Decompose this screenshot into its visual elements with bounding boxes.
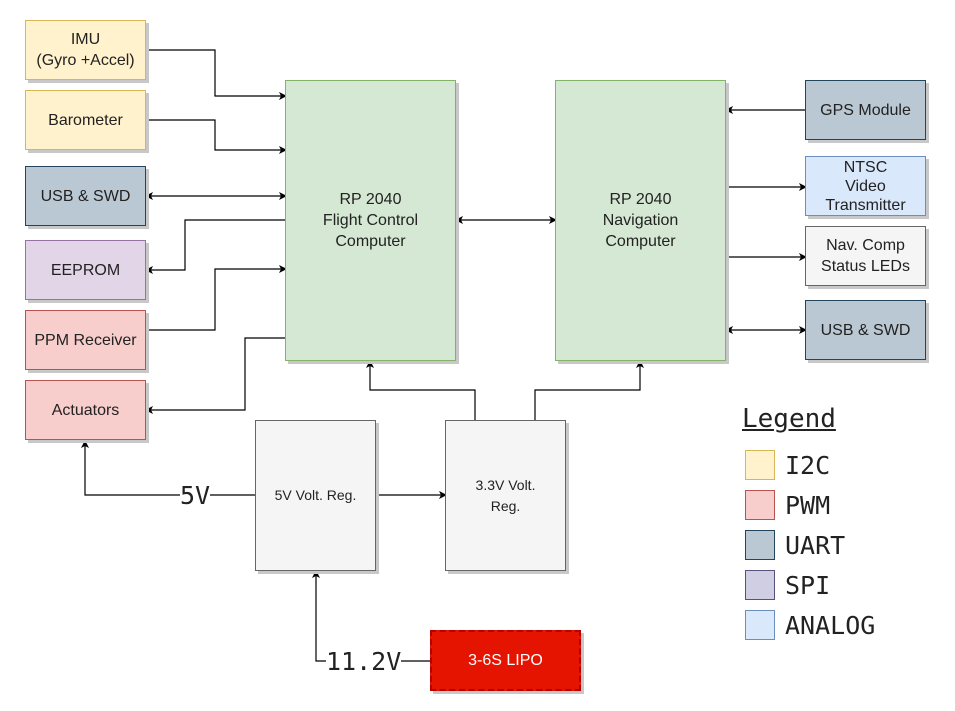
- 11v-label: 11.2V: [326, 647, 402, 676]
- legend-item-spi: SPI: [745, 570, 830, 600]
- legend-label: ANALOG: [785, 610, 876, 640]
- usb-swd-left-block[interactable]: USB & SWD: [25, 166, 146, 226]
- wire-3v3-fc: [366, 360, 476, 421]
- 5v-label: 5V: [180, 481, 211, 510]
- lipo-battery-block[interactable]: 3-6S LIPO: [430, 630, 581, 691]
- legend-label: UART: [785, 530, 846, 560]
- legend-label: PWM: [785, 490, 831, 520]
- legend-label: SPI: [785, 570, 831, 600]
- wire-5v-actuators: [81, 440, 256, 496]
- legend-swatch-spi: [745, 570, 775, 600]
- eeprom-block[interactable]: EEPROM: [25, 240, 146, 300]
- legend-title: Legend: [742, 404, 836, 434]
- wire-eeprom-fc: [145, 219, 286, 274]
- legend-label: I2C: [785, 450, 831, 480]
- actuators-block[interactable]: Actuators: [25, 380, 146, 440]
- usb-swd-right-block[interactable]: USB & SWD: [805, 300, 926, 360]
- barometer-block[interactable]: Barometer: [25, 90, 146, 150]
- legend-item-analog: ANALOG: [745, 610, 875, 640]
- legend-item-uart: UART: [745, 530, 845, 560]
- wire-baro-fc: [146, 119, 287, 154]
- status-leds-block[interactable]: Nav. Comp Status LEDs: [805, 226, 926, 286]
- legend-item-i2c: I2C: [745, 450, 830, 480]
- ntsc-video-transmitter-block[interactable]: NTSC Video Transmitter: [805, 156, 926, 216]
- wire-fc-actuators: [145, 337, 286, 414]
- imu-block[interactable]: IMU (Gyro +Accel): [25, 20, 146, 80]
- 3v3-regulator-block[interactable]: 3.3V Volt. Reg.: [445, 420, 566, 571]
- legend-swatch-uart: [745, 530, 775, 560]
- legend-swatch-analog: [745, 610, 775, 640]
- flight-control-computer-block[interactable]: RP 2040 Flight Control Computer: [285, 80, 456, 361]
- legend-swatch-i2c: [745, 450, 775, 480]
- wire-imu-fc: [146, 49, 287, 100]
- navigation-computer-block[interactable]: RP 2040 Navigation Computer: [555, 80, 726, 361]
- wire-3v3-nav: [534, 360, 644, 421]
- legend-swatch-pwm: [745, 490, 775, 520]
- legend-item-pwm: PWM: [745, 490, 830, 520]
- 5v-regulator-block[interactable]: 5V Volt. Reg.: [255, 420, 376, 571]
- gps-module-block[interactable]: GPS Module: [805, 80, 926, 140]
- wire-ppm-fc: [146, 265, 287, 331]
- ppm-receiver-block[interactable]: PPM Receiver: [25, 310, 146, 370]
